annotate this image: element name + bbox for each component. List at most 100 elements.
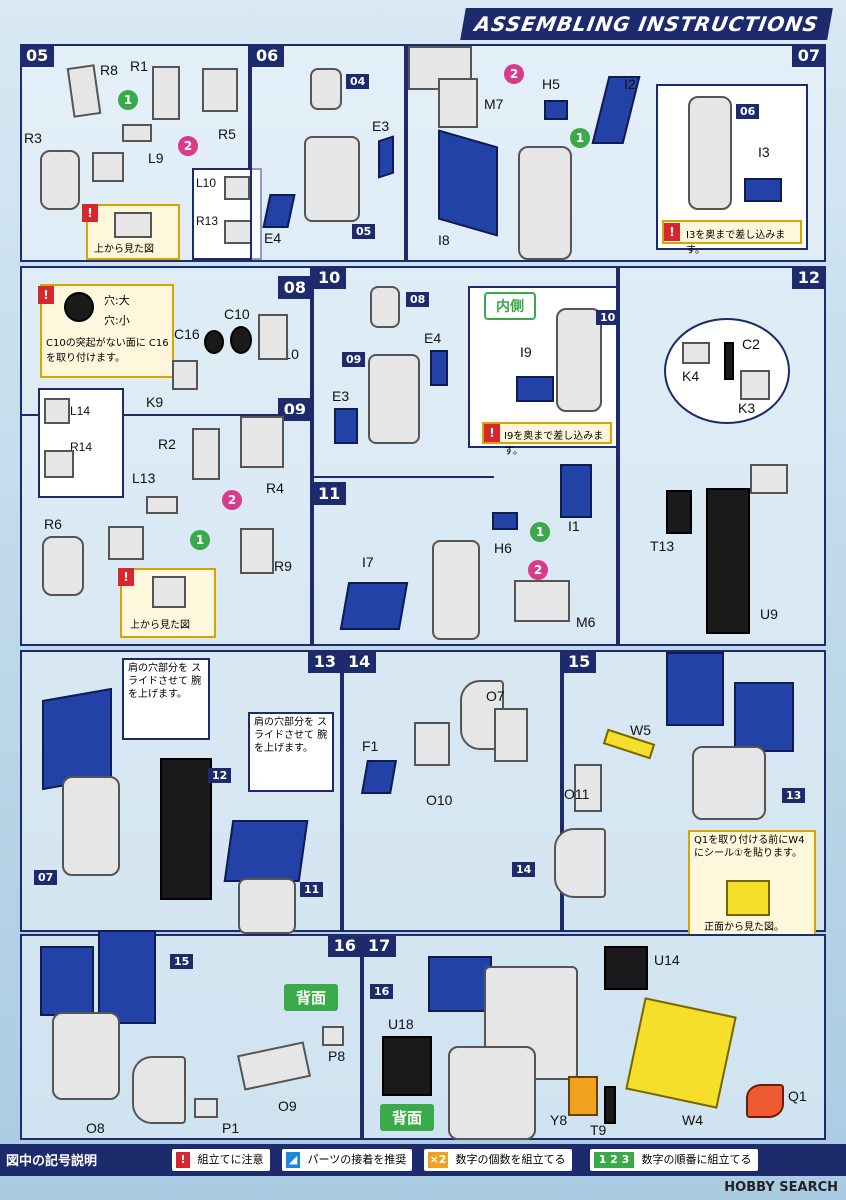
part-shape — [724, 342, 734, 380]
ref-13: 13 — [782, 788, 806, 803]
divider — [314, 476, 494, 478]
part-label-e3: E3 — [372, 118, 390, 134]
part-shape — [42, 687, 112, 791]
part-shape — [692, 746, 766, 820]
caption-text: 正面から見た図。 — [704, 922, 784, 933]
part-shape — [42, 536, 84, 596]
part-label-i9: I9 — [520, 344, 532, 360]
legend-item-quantity: ×2 数字の個数を組立てる — [424, 1149, 572, 1171]
part-shape — [568, 1076, 598, 1116]
step-17-panel: 17 16 U18 背面 U14 Y8 T9 W4 Q1 — [362, 934, 826, 1140]
part-shape — [339, 582, 409, 630]
ref-10: 10 — [596, 310, 620, 325]
part-shape — [740, 370, 770, 400]
part-label-l14: L14 — [70, 404, 91, 418]
part-label-u9: U9 — [760, 606, 778, 622]
part-shape — [172, 360, 198, 390]
detail-slide-a: 肩の穴部分を スライドさせて 腕を上げます。 — [122, 658, 210, 740]
part-shape — [152, 66, 180, 120]
part-shape — [361, 760, 397, 794]
part-shape — [544, 100, 568, 120]
part-shape — [310, 68, 342, 110]
legend-label: 数字の順番に組立てる — [641, 1153, 752, 1166]
step-07-panel: 07 M7 H5 I2 I8 2 1 06 I3 I3を奥まで差し込みます。 ! — [406, 44, 826, 262]
note-text: I9を奥まで差し込みます。 — [504, 431, 604, 457]
part-label-t13: T13 — [650, 538, 675, 554]
legend-label: 数字の個数を組立てる — [455, 1153, 566, 1166]
legend-item-caution: ! 組立てに注意 — [172, 1149, 270, 1171]
order-1-icon: 1 — [118, 90, 138, 110]
part-label-y8: Y8 — [550, 1112, 568, 1128]
part-shape — [192, 428, 220, 480]
caution-icon: ! — [664, 223, 680, 241]
part-label-k4: K4 — [682, 368, 700, 384]
note-text: 肩の穴部分を スライドさせて 腕を上げます。 — [254, 717, 328, 754]
part-shape — [258, 314, 288, 360]
part-shape — [40, 150, 80, 210]
order-2-icon: 2 — [222, 490, 242, 510]
part-shape — [750, 464, 788, 494]
legend-title: 図中の記号説明 — [6, 1154, 98, 1169]
part-shape — [438, 129, 498, 237]
part-shape — [237, 1041, 311, 1091]
step-number-10: 10 — [312, 266, 347, 289]
part-label-t9: T9 — [590, 1122, 607, 1138]
ref-05: 05 — [352, 224, 376, 239]
part-shape — [52, 1012, 120, 1100]
back-view-badge: 背面 — [284, 984, 339, 1011]
part-shape — [368, 354, 420, 444]
caution-icon: ! — [118, 568, 134, 586]
part-label-h6: H6 — [494, 540, 512, 556]
note-i3: I3を奥まで差し込みます。 — [662, 220, 802, 256]
part-shape — [66, 64, 102, 118]
part-label-w5: W5 — [630, 722, 651, 738]
step-number-08: 08 — [277, 276, 312, 299]
ref-14: 14 — [512, 862, 536, 877]
part-shape — [574, 764, 602, 812]
detail-panel-i3: 06 I3 I3を奥まで差し込みます。 ! — [656, 84, 808, 256]
part-shape — [448, 1046, 536, 1140]
part-label-i1: I1 — [568, 518, 580, 534]
watermark-credit: HOBBY SEARCH — [724, 1180, 838, 1195]
ref-11: 11 — [300, 882, 324, 897]
part-label-h5: H5 — [542, 76, 560, 92]
note-text: 肩の穴部分を スライドさせて 腕を上げます。 — [128, 663, 202, 700]
part-label-i2: I2 — [624, 76, 636, 92]
part-label-u18: U18 — [388, 1016, 414, 1032]
part-label-i3: I3 — [758, 144, 770, 160]
part-label-i8: I8 — [438, 232, 450, 248]
part-shape — [734, 682, 794, 752]
part-label-r6: R6 — [44, 516, 62, 532]
ref-12: 12 — [208, 768, 232, 783]
ref-08: 08 — [406, 292, 430, 307]
ref-09: 09 — [342, 352, 366, 367]
symbol-legend: 図中の記号説明 ! 組立てに注意 ◢ パーツの接着を推奨 ×2 数字の個数を組立… — [0, 1144, 846, 1176]
part-shape — [146, 496, 178, 514]
legend-label: 組立てに注意 — [197, 1153, 264, 1166]
note-sticker: Q1を取り付ける前にW4にシール①を貼ります。 正面から見た図。 — [688, 830, 816, 936]
step-number: 15 — [562, 650, 597, 673]
step-06-panel: 06 04 E3 E4 05 — [250, 44, 406, 262]
step-number: 12 — [791, 266, 826, 289]
part-label-k9: K9 — [146, 394, 164, 410]
step-16-panel: 16 15 背面 O8 P8 O9 P1 — [20, 930, 362, 1140]
part-label-e4: E4 — [424, 330, 442, 346]
part-shape — [160, 758, 212, 900]
part-label-r2: R2 — [158, 436, 176, 452]
caution-icon: ! — [484, 424, 500, 442]
step-number: 14 — [342, 650, 377, 673]
part-label-r8: R8 — [100, 62, 118, 78]
part-shape — [262, 194, 296, 228]
part-label-p8: P8 — [328, 1048, 346, 1064]
step-number-11: 11 — [312, 482, 347, 505]
part-shape — [560, 464, 592, 518]
legend-label: パーツの接着を推奨 — [307, 1153, 407, 1166]
part-label-q1: Q1 — [788, 1088, 807, 1104]
part-label-r13: R13 — [196, 214, 219, 228]
part-label-c2: C2 — [742, 336, 760, 352]
part-shape — [204, 330, 224, 354]
part-shape — [744, 178, 782, 202]
part-label-f1: F1 — [362, 738, 379, 754]
step-number: 16 — [327, 934, 362, 957]
part-shape — [604, 946, 648, 990]
